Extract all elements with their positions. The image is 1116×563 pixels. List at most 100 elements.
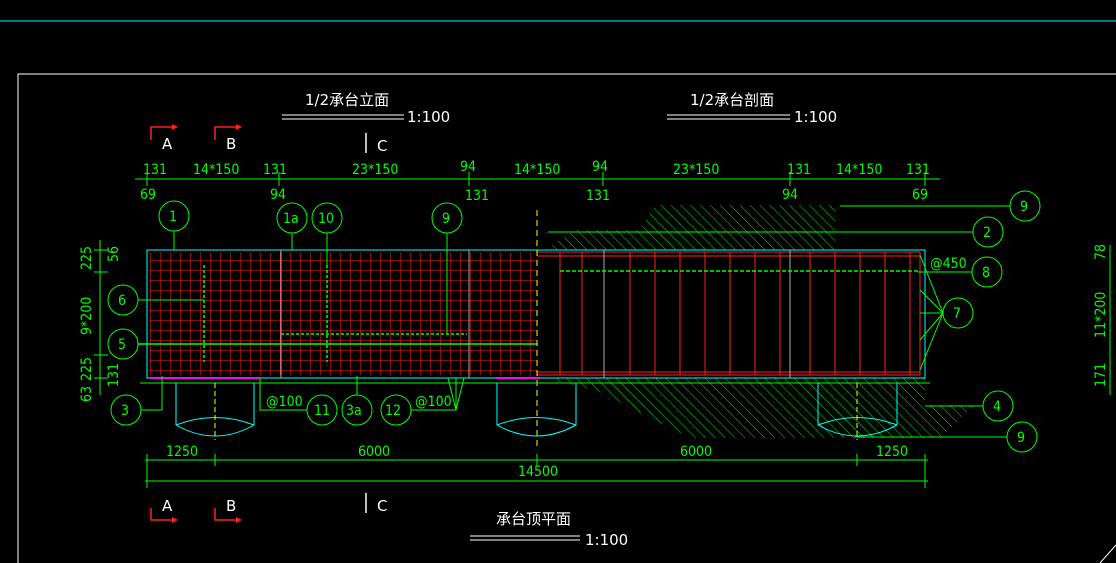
svg-text:8: 8 — [982, 265, 990, 281]
callout-12: 12 @100 — [380, 377, 465, 426]
title-section: 1/2承台剖面 1:100 — [667, 91, 837, 126]
spacing-at450: @450 — [930, 256, 967, 272]
title-section-text: 1/2承台剖面 — [690, 91, 774, 109]
pile-3 — [817, 383, 898, 440]
svg-text:5: 5 — [118, 337, 126, 353]
svg-text:6000: 6000 — [358, 444, 390, 460]
svg-text:A: A — [162, 497, 173, 515]
svg-text:14*150: 14*150 — [836, 162, 882, 178]
svg-text:4: 4 — [993, 399, 1001, 415]
svg-text:78: 78 — [1093, 244, 1109, 260]
top-dimension-line — [135, 172, 940, 186]
svg-text:C: C — [377, 497, 387, 515]
svg-text:1250: 1250 — [166, 444, 198, 460]
svg-text:56: 56 — [106, 246, 122, 262]
rebar-grid-elevation — [149, 252, 537, 375]
grid-dividers — [280, 250, 791, 378]
svg-text:94: 94 — [270, 187, 286, 203]
callout-1: 1 — [158, 200, 190, 250]
section-mark-a-top: A — [150, 124, 178, 153]
svg-text:225: 225 — [79, 357, 95, 381]
right-dimension-texts: 78 11*200 171 — [1093, 244, 1109, 387]
svg-text:1250: 1250 — [876, 444, 908, 460]
svg-text:131: 131 — [465, 188, 489, 204]
callout-9-upper-left: 9 — [431, 202, 463, 334]
svg-text:B: B — [226, 497, 236, 515]
section-mark-c-top: C — [365, 133, 387, 155]
svg-text:B: B — [226, 135, 236, 153]
hatch-top — [545, 205, 835, 250]
drawing-border — [17, 73, 1116, 563]
title-plan-text: 承台顶平面 — [496, 510, 571, 528]
title-elevation-text: 1/2承台立面 — [305, 91, 389, 109]
svg-text:9*200: 9*200 — [79, 297, 95, 335]
svg-text:225: 225 — [79, 246, 95, 270]
svg-text:12: 12 — [385, 403, 401, 419]
callout-8: 8 @450 — [918, 256, 1003, 288]
svg-text:11: 11 — [314, 403, 330, 419]
section-mark-b-bottom: B — [214, 497, 242, 523]
svg-text:1: 1 — [169, 209, 177, 225]
callout-9-lower: 9 — [855, 421, 1038, 453]
svg-text:2: 2 — [983, 225, 991, 241]
scale-plan: 1:100 — [585, 531, 628, 549]
svg-text:3a: 3a — [346, 403, 362, 419]
bottom-dimension-texts: 1250 6000 6000 1250 14500 — [166, 444, 908, 480]
total-width: 14500 — [518, 464, 558, 480]
rebar-green-lines — [138, 265, 918, 362]
top-dimension-texts: 131 14*150 131 23*150 94 14*150 94 23*15… — [140, 159, 930, 204]
svg-text:9: 9 — [1020, 199, 1028, 215]
callout-11: 11 @100 — [259, 378, 338, 426]
left-dimension-line — [94, 240, 108, 395]
section-mark-b-top: B — [214, 124, 242, 153]
svg-text:69: 69 — [140, 187, 156, 203]
title-elevation: 1/2承台立面 1:100 — [282, 91, 450, 126]
svg-text:7: 7 — [953, 306, 961, 322]
svg-text:10: 10 — [318, 211, 334, 227]
hatch-bottom — [545, 378, 975, 438]
section-mark-c-bottom: C — [365, 493, 387, 515]
svg-text:131: 131 — [787, 162, 811, 178]
svg-text:C: C — [377, 137, 387, 155]
scale-section: 1:100 — [794, 108, 837, 126]
svg-text:131: 131 — [106, 363, 122, 387]
scale-elevation: 1:100 — [407, 108, 450, 126]
svg-text:14*150: 14*150 — [514, 162, 560, 178]
corner-mark — [1099, 544, 1116, 563]
svg-text:69: 69 — [912, 187, 928, 203]
callout-2: 2 — [548, 216, 1004, 248]
svg-text:63: 63 — [79, 386, 95, 402]
svg-text:11*200: 11*200 — [1093, 292, 1109, 338]
svg-text:94: 94 — [592, 159, 608, 175]
svg-text:131: 131 — [906, 162, 930, 178]
svg-text:A: A — [162, 135, 173, 153]
callout-3: 3 — [110, 376, 163, 426]
spacing-at100-right: @100 — [415, 394, 452, 410]
callout-5: 5 — [107, 328, 139, 360]
callout-9-upper-right: 9 — [840, 190, 1041, 222]
svg-text:6000: 6000 — [680, 444, 712, 460]
callout-1a: 1a — [276, 202, 308, 250]
svg-text:23*150: 23*150 — [673, 162, 719, 178]
callout-10: 10 — [311, 202, 343, 265]
section-mark-a-bottom: A — [150, 497, 178, 523]
svg-text:23*150: 23*150 — [352, 162, 398, 178]
spacing-at100-left: @100 — [266, 394, 303, 410]
callout-3a: 3a — [341, 376, 373, 426]
pile-1 — [175, 383, 255, 440]
svg-text:171: 171 — [1093, 363, 1109, 387]
svg-text:9: 9 — [442, 211, 450, 227]
left-dimension-texts: 225 56 9*200 63 225 131 — [79, 246, 122, 402]
svg-text:14*150: 14*150 — [193, 162, 239, 178]
svg-text:131: 131 — [143, 162, 167, 178]
svg-text:131: 131 — [586, 188, 610, 204]
bottom-dimension-line — [145, 454, 928, 488]
title-plan: 承台顶平面 1:100 — [470, 510, 628, 549]
svg-text:94: 94 — [782, 187, 798, 203]
svg-text:1a: 1a — [283, 211, 299, 227]
svg-text:3: 3 — [121, 403, 129, 419]
callout-7: 7 — [919, 254, 974, 371]
svg-text:9: 9 — [1017, 430, 1025, 446]
callout-4: 4 — [925, 390, 1014, 422]
